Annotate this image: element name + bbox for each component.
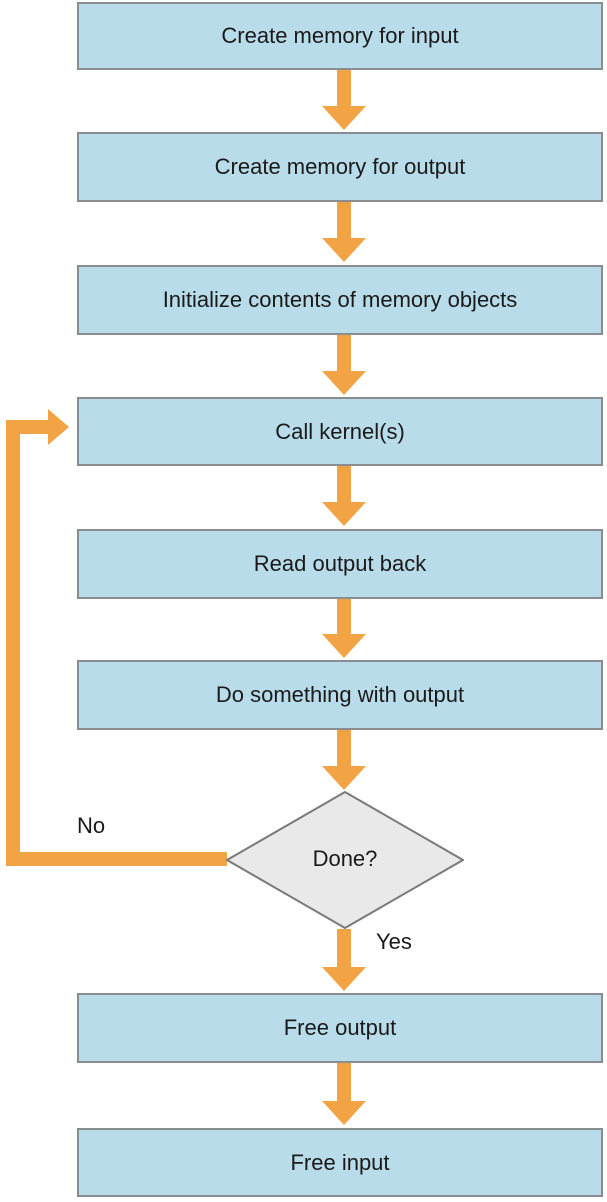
arrow-head (322, 967, 366, 991)
down-arrow-icon (322, 202, 366, 262)
down-arrow-icon (322, 1063, 366, 1125)
arrow-head (322, 1101, 366, 1125)
process-box-initialize-memory-objects: Initialize contents of memory objects (77, 265, 603, 335)
down-arrow-icon (322, 466, 366, 526)
process-box-label: Read output back (253, 551, 427, 576)
loop-arrow-head-icon (48, 409, 69, 445)
edge-label-yes: Yes (376, 929, 412, 954)
arrow-shaft (337, 70, 351, 106)
down-arrow-yes-icon (322, 929, 366, 991)
arrow-shaft (337, 466, 351, 502)
process-box-create-memory-for-output: Create memory for output (77, 132, 603, 202)
process-box-label: Create memory for output (214, 154, 466, 179)
arrow-shaft (337, 599, 351, 634)
process-box-label: Do something with output (215, 682, 465, 707)
process-box-free-input: Free input (77, 1128, 603, 1197)
loop-arrow-bottom-segment (6, 852, 227, 866)
arrow-shaft (337, 202, 351, 238)
process-box-free-output: Free output (77, 993, 603, 1063)
process-box-label: Create memory for input (221, 23, 459, 48)
process-box-label: Free input (290, 1149, 390, 1175)
process-box-do-something-with-output: Do something with output (77, 660, 603, 730)
arrow-head (322, 502, 366, 526)
arrow-shaft (337, 1063, 351, 1101)
process-box-call-kernels: Call kernel(s) (77, 397, 603, 466)
process-box-label: Free output (283, 1015, 397, 1040)
arrow-shaft (337, 730, 351, 766)
process-box-label: Initialize contents of memory objects (162, 287, 518, 312)
arrow-shaft (337, 335, 351, 371)
edge-label-no: No (77, 813, 106, 838)
arrow-head (322, 634, 366, 658)
arrow-head (322, 238, 366, 262)
arrow-shaft (337, 929, 351, 967)
arrow-head (322, 766, 366, 790)
arrow-head (322, 106, 366, 130)
decision-diamond (226, 791, 464, 929)
down-arrow-icon (322, 70, 366, 130)
decision-label: Done? (312, 846, 378, 871)
loop-arrow-vertical-segment (6, 420, 20, 866)
down-arrow-icon (322, 335, 366, 395)
down-arrow-icon (322, 730, 366, 790)
loop-arrow-top-segment (6, 420, 48, 434)
arrow-head (322, 371, 366, 395)
process-box-read-output-back: Read output back (77, 529, 603, 599)
down-arrow-icon (322, 599, 366, 658)
process-box-create-memory-for-input: Create memory for input (77, 2, 603, 70)
process-box-label: Call kernel(s) (275, 418, 405, 444)
